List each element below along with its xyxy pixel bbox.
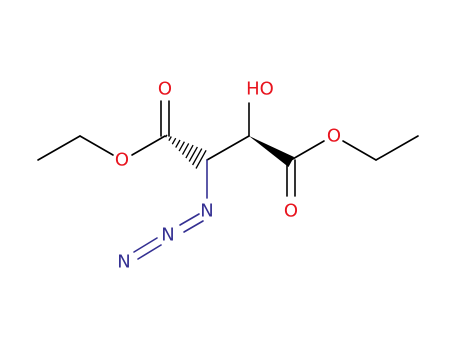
bond-azide-n1-n2-b xyxy=(183,220,204,233)
bond-c2-c3 xyxy=(206,135,250,161)
bond-ethyl-right-o-ch2 xyxy=(342,140,377,161)
bond-ethyl-left-ch2-o xyxy=(79,135,114,156)
hashed-wedge-c2-carbonyl-left xyxy=(165,134,207,169)
bond-azide-n2-n3-a xyxy=(133,237,158,253)
atom-ester-oxygen-right: O xyxy=(327,126,341,147)
atom-azide-nitrogen-3: N xyxy=(117,252,130,273)
atom-carbonyl-oxygen-right: O xyxy=(284,201,298,222)
bond-ethyl-right-ch2-ch3 xyxy=(375,135,419,161)
atom-ester-oxygen-left: O xyxy=(115,150,129,171)
bond-right-carbonyl-o xyxy=(290,140,325,161)
atom-carbonyl-oxygen-left: O xyxy=(158,79,172,100)
atom-azide-nitrogen-2: N xyxy=(161,225,174,246)
bond-azide-n2-n3-b xyxy=(137,244,162,260)
bond-left-o-carbonyl xyxy=(131,135,166,156)
bond-ethyl-left-ch3-ch2 xyxy=(37,135,81,161)
atom-azide-nitrogen-1: N xyxy=(200,201,213,222)
solid-wedge-c3-carbonyl-right xyxy=(249,136,294,167)
atom-hydroxyl-group: HO xyxy=(246,79,274,100)
bond-azide-n1-n2-a xyxy=(179,213,200,226)
